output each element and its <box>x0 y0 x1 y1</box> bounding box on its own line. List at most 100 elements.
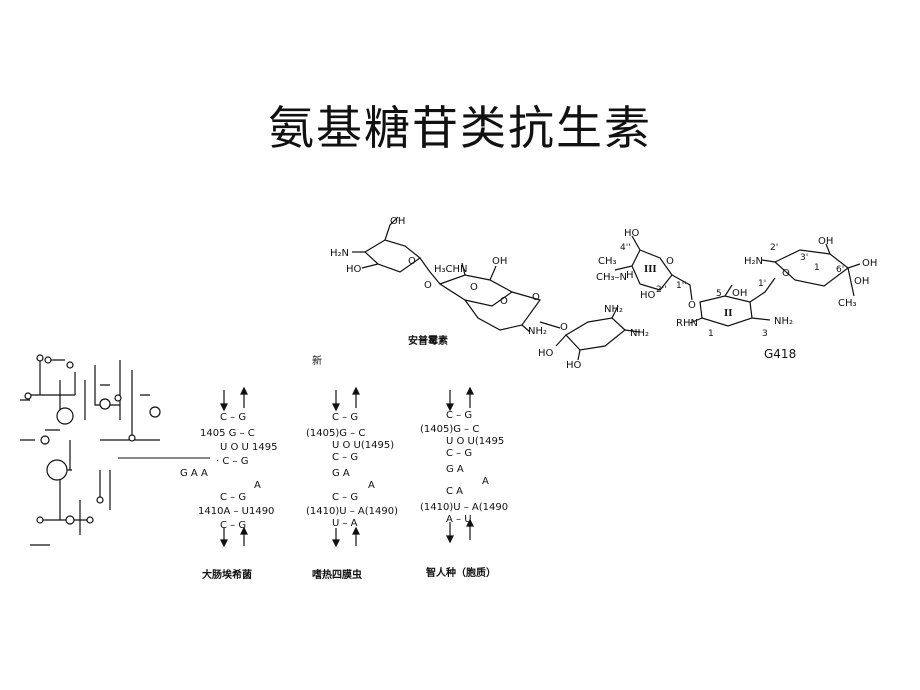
arrow-up-icon <box>352 386 360 395</box>
g418-label: 2'' <box>656 285 667 295</box>
rrna-node <box>65 515 75 525</box>
g418-ring-iii-bond-b <box>614 265 633 271</box>
apramycin-label: O <box>560 322 568 333</box>
panel-caption-ecoli: 大肠埃希菌 <box>202 568 252 581</box>
g418-label: OH <box>732 288 747 299</box>
g418-label: 1'' <box>676 281 687 291</box>
apramycin-ring-2-nh <box>461 262 466 276</box>
g418-label: HO <box>624 228 640 239</box>
arrow-down-icon <box>446 403 454 412</box>
arrow-down-icon <box>332 403 340 412</box>
helix-row: G A <box>332 468 350 479</box>
g418-label: O <box>666 256 674 267</box>
apramycin-label: HO <box>566 360 582 371</box>
g418-label: OH <box>862 258 877 269</box>
g418-label: H <box>626 270 634 281</box>
apramycin-link-1 <box>419 257 441 285</box>
rrna-node <box>46 459 68 481</box>
g418-label: 3 <box>762 329 768 339</box>
g418-label: OH <box>818 236 833 247</box>
rrna-node <box>149 406 161 418</box>
apramycin-label: H₃CHN <box>434 264 468 275</box>
helix-row: G A <box>446 464 464 475</box>
arrow-up-icon <box>240 386 248 395</box>
arrow-down-icon <box>220 539 228 548</box>
helix-row: (1405)G – C <box>420 424 479 435</box>
helix-row: A <box>482 476 489 487</box>
rrna-node <box>99 398 111 410</box>
apramycin-ring-3-oh-left <box>555 334 567 347</box>
panel-caption-tetrahymena: 嗜热四膜虫 <box>312 568 362 581</box>
g418-label: H₂N <box>744 256 763 267</box>
apramycin-label: NH₂ <box>630 328 649 339</box>
helix-panel-human: C – G (1405)G – C U O U(1495 C – G G A A… <box>420 410 508 579</box>
g418-structure <box>614 235 861 327</box>
apramycin-ring-3 <box>565 317 626 351</box>
helix-row: A <box>368 480 375 491</box>
helix-row: A <box>254 480 261 491</box>
helix-row: · C – G <box>216 456 248 467</box>
helix-row: C – G <box>332 452 358 463</box>
helix-row: U O U 1495 <box>220 442 278 453</box>
helix-row: 1410A – U1490 <box>198 506 274 517</box>
helix-row: (1410)U – A(1490) <box>306 506 398 517</box>
helix-row: (1410)U – A(1490 <box>420 502 508 513</box>
rrna-node <box>40 435 50 445</box>
helix-row: C – G <box>446 448 472 459</box>
g418-ring-i-ch3 <box>847 267 855 297</box>
g418-label: NH₂ <box>774 316 793 327</box>
apramycin-label: NH₂ <box>528 326 547 337</box>
g418-labels: HO 4'' CH₃ CH₃–N H III HO 2'' O 1'' O 5 … <box>596 228 877 361</box>
helix-panel-ecoli: C – G 1405 G – C U O U 1495 · C – G G A … <box>180 412 278 581</box>
rrna-node <box>86 516 94 524</box>
helix-row: A – U <box>446 514 472 525</box>
rrna-loops <box>20 359 150 546</box>
rrna-secondary-structure <box>20 359 210 546</box>
helix-row: U O U(1495) <box>332 440 394 451</box>
arrow-up-icon <box>466 518 474 527</box>
rrna-node <box>56 407 74 425</box>
helix-row: C – G <box>332 492 358 503</box>
g418-link-2 <box>749 277 776 303</box>
arrow-up-icon <box>240 526 248 535</box>
g418-label: OH <box>854 276 869 287</box>
helix-row: C – G <box>220 492 246 503</box>
helix-row: C – G <box>332 412 358 423</box>
arrow-down-icon <box>220 403 228 412</box>
helix-row: 1405 G – C <box>200 428 255 439</box>
g418-label: 1 <box>708 329 714 339</box>
apramycin-ring-3-nh2-right <box>624 329 641 333</box>
helix-row: U O U(1495 <box>446 436 504 447</box>
helix-row: C – G <box>220 520 246 531</box>
g418-label: RHN <box>676 318 698 329</box>
helix-arrows <box>220 386 474 548</box>
g418-label: CH₃–N <box>596 272 627 283</box>
arrow-up-icon <box>352 526 360 535</box>
g418-ring-i-oh-right <box>847 263 861 269</box>
g418-label: 4'' <box>620 243 631 253</box>
g418-ring-ii-rhn <box>689 317 703 324</box>
rrna-node <box>66 361 74 369</box>
rrna-node <box>36 516 44 524</box>
g418-label: III <box>644 265 657 275</box>
apramycin-label: NH₂ <box>604 304 623 315</box>
g418-label: O <box>688 300 696 311</box>
apramycin-caption: 安普霉素 <box>408 334 448 347</box>
apramycin-label: O <box>408 256 416 267</box>
g418-ring-i-oh-top <box>825 243 831 255</box>
g418-label: O <box>782 268 790 279</box>
g418-ring-ii-nh2 <box>751 317 771 321</box>
slide-title: 氨基糖苷类抗生素 <box>268 101 652 155</box>
g418-label: 3' <box>800 253 808 263</box>
apramycin-structure <box>352 216 641 361</box>
helix-row: C – G <box>446 410 472 421</box>
g418-label: HO <box>640 290 656 301</box>
apramycin-ring-3-oh-bottom <box>577 349 581 361</box>
g418-caption: G418 <box>764 347 796 361</box>
g418-label: 6' <box>836 265 844 275</box>
g418-ring-ii-oh <box>724 284 733 297</box>
g418-ring-iii-bond-a <box>631 235 641 251</box>
apramycin-ring-2-ext <box>464 291 541 331</box>
rrna-node <box>24 392 32 400</box>
